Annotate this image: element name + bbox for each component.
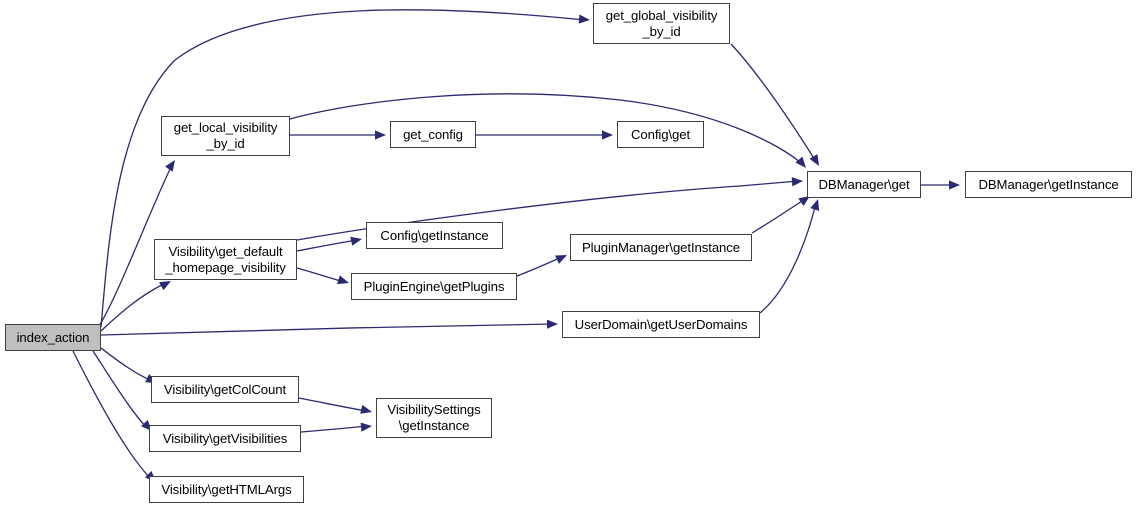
graph-node-label: Visibility\get_default _homepage_visibil… — [165, 243, 286, 275]
graph-node-label: VisibilitySettings \getInstance — [387, 402, 481, 433]
graph-node-label: UserDomain\getUserDomains — [574, 316, 748, 332]
arrow-to-DBManager_get-from-default — [791, 177, 803, 187]
edge-Visibility_getVisibilities-to-VisibilitySettings_getInstance — [300, 425, 368, 433]
arrow-to-Visibility_get_default_homepage_visibility — [159, 281, 171, 291]
graph-node-label: Config\get — [630, 126, 691, 142]
arrow-to-PluginManager_getInstance — [555, 255, 567, 264]
graph-node-Visibility_getVisibilities[interactable]: Visibility\getVisibilities — [149, 425, 301, 452]
arrow-to-DBManager_get-from-userdomain — [810, 199, 820, 211]
edge-Visibility_get_default_homepage_visibility-to-PluginEngine_getPlugins — [296, 267, 345, 283]
arrow-to-get_global_visibility_by_id — [578, 14, 590, 24]
arrow-to-get_local_visibility_by_id — [165, 160, 175, 172]
graph-node-VisibilitySettings_getInstance[interactable]: VisibilitySettings \getInstance — [376, 398, 492, 438]
graph-node-label: PluginEngine\getPlugins — [363, 278, 505, 294]
arrow-to-PluginEngine_getPlugins — [337, 275, 349, 285]
graph-node-label: PluginManager\getInstance — [581, 239, 741, 255]
graph-node-label: get_config — [403, 126, 463, 142]
edge-index_action-to-Visibility_get_default_homepage_visibility — [100, 282, 167, 332]
graph-node-PluginEngine_getPlugins[interactable]: PluginEngine\getPlugins — [351, 273, 517, 300]
edge-index_action-to-Visibility_getVisibilities — [92, 350, 148, 429]
arrow-to-DBManager_get-from-local — [795, 156, 806, 168]
graph-node-label: get_local_visibility _by_id — [173, 120, 278, 151]
edge-UserDomain_getUserDomains-to-DBManager_get — [759, 202, 817, 314]
graph-node-label: DBManager\get — [818, 176, 910, 192]
graph-node-label: Config\getInstance — [380, 227, 489, 243]
edge-Visibility_get_default_homepage_visibility-to-Config_getInstance — [296, 239, 358, 252]
edge-PluginManager_getInstance-to-DBManager_get — [751, 198, 806, 234]
graph-node-label: index_action — [16, 329, 90, 345]
graph-node-DBManager_getInstance[interactable]: DBManager\getInstance — [965, 171, 1132, 198]
graph-node-get_config[interactable]: get_config — [390, 121, 476, 148]
graph-node-Visibility_get_default_homepage_visibility[interactable]: Visibility\get_default _homepage_visibil… — [154, 239, 297, 280]
arrow-to-VisibilitySettings_getInstance-colcount — [360, 404, 372, 414]
edge-PluginEngine_getPlugins-to-PluginManager_getInstance — [516, 256, 563, 277]
graph-node-get_local_visibility_by_id[interactable]: get_local_visibility _by_id — [161, 116, 290, 156]
arrow-to-UserDomain_getUserDomains — [546, 319, 558, 329]
arrow-to-Config_getInstance — [350, 236, 362, 246]
arrow-to-Config_get — [602, 130, 613, 140]
graph-node-label: Visibility\getColCount — [163, 381, 287, 397]
graph-node-PluginManager_getInstance[interactable]: PluginManager\getInstance — [570, 234, 752, 261]
graph-node-label: Visibility\getVisibilities — [162, 430, 288, 446]
edge-get_global_visibility_by_id-to-DBManager_get — [730, 43, 816, 161]
graph-node-DBManager_get[interactable]: DBManager\get — [807, 171, 921, 198]
graph-node-get_global_visibility_by_id[interactable]: get_global_visibility _by_id — [593, 3, 730, 44]
arrow-to-DBManager_get-from-pluginmanager — [798, 196, 810, 206]
graph-node-Visibility_getColCount[interactable]: Visibility\getColCount — [151, 376, 299, 403]
graph-node-label: Visibility\getHTMLArgs — [161, 481, 292, 497]
graph-node-label: get_global_visibility _by_id — [605, 7, 718, 39]
graph-node-Visibility_getHTMLArgs[interactable]: Visibility\getHTMLArgs — [149, 476, 304, 503]
arrow-to-get_config — [375, 130, 386, 140]
edge-get_local_visibility_by_id-to-DBManager_get — [289, 93, 802, 164]
graph-node-UserDomain_getUserDomains[interactable]: UserDomain\getUserDomains — [562, 311, 760, 338]
edge-index_action-to-Visibility_getHTMLArgs — [72, 350, 152, 480]
arrow-to-DBManager_get-from-global — [809, 154, 819, 166]
arrow-to-DBManager_getInstance — [949, 180, 960, 190]
edge-index_action-to-get_global_visibility_by_id — [100, 9, 586, 328]
edge-index_action-to-UserDomain_getUserDomains — [100, 323, 554, 336]
graph-node-Config_get[interactable]: Config\get — [617, 121, 704, 148]
edge-Visibility_getColCount-to-VisibilitySettings_getInstance — [298, 397, 368, 412]
arrow-to-VisibilitySettings_getInstance-visibilities — [360, 422, 372, 432]
edge-index_action-to-get_local_visibility_by_id — [98, 164, 173, 327]
graph-node-index_action[interactable]: index_action — [5, 324, 101, 351]
graph-node-label: DBManager\getInstance — [978, 176, 1119, 192]
graph-node-Config_getInstance[interactable]: Config\getInstance — [366, 222, 503, 249]
